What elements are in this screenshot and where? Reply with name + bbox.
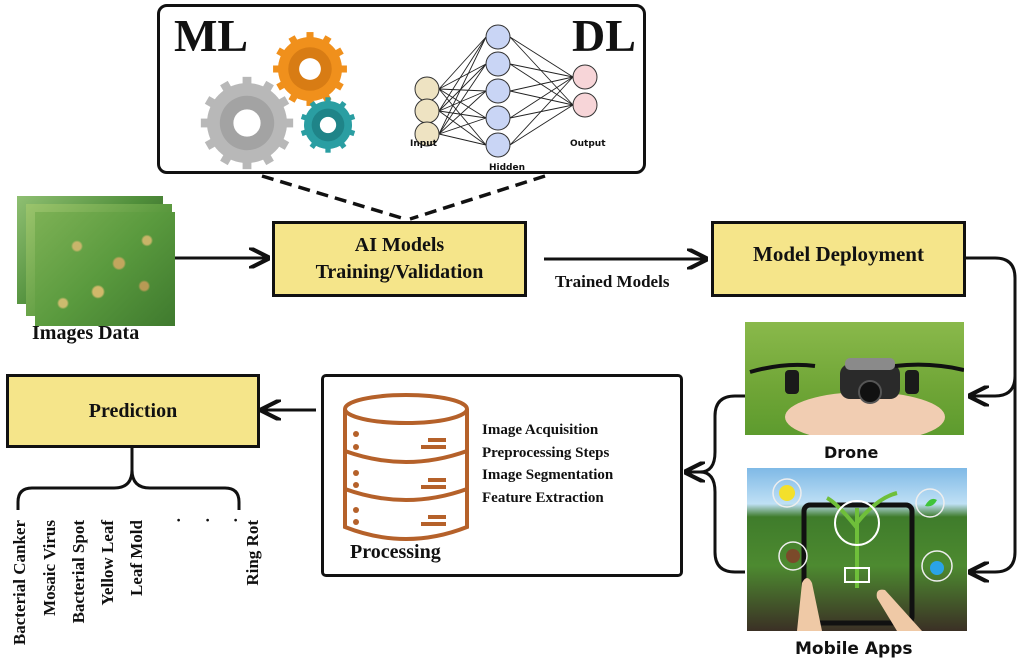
neural-network-icon [414, 24, 598, 158]
nn-edge [438, 63, 487, 135]
prediction-class: . [194, 518, 213, 523]
model-deployment-label: Model Deployment [753, 241, 924, 266]
nn-edge [438, 110, 487, 119]
nn-input-node [414, 76, 440, 102]
nn-edge [509, 76, 574, 146]
nn-edge [509, 63, 574, 78]
dashed-link-right [409, 174, 546, 221]
connector-mobile-left [699, 470, 745, 574]
arrow-to-drone [970, 375, 1017, 396]
ml-label: ML [174, 10, 249, 61]
nn-hidden-node [485, 24, 511, 50]
prediction-class: Mosaic Virus [40, 520, 59, 616]
nn-hidden-node [485, 51, 511, 77]
processing-steps-list: Image Acquisition Preprocessing Steps Im… [482, 419, 613, 509]
processing-step: Image Segmentation [482, 467, 614, 483]
gear-large-icon [200, 76, 294, 170]
nn-edge [438, 63, 487, 112]
nn-hidden-node [485, 78, 511, 104]
arrow-to-mobile [970, 380, 1017, 572]
prediction-class: Yellow Leaf [98, 520, 117, 606]
ml-dl-panel: ML DL Input Hidden Output [157, 4, 646, 174]
nn-edge [509, 63, 574, 106]
nn-edge [438, 36, 487, 90]
processing-step: Image Acquisition [482, 422, 599, 438]
prediction-class: Bacterial Spot [69, 520, 88, 624]
gear-medium-icon [273, 32, 347, 106]
images-data-label: Images Data [32, 322, 140, 344]
prediction-label: Prediction [88, 399, 178, 422]
drone-image [745, 322, 964, 435]
nn-edge [438, 90, 487, 135]
connector-deployment-right [966, 256, 1017, 380]
processing-box[interactable]: Processing Image Acquisition Preprocessi… [321, 374, 683, 577]
nn-edge [438, 63, 487, 90]
nn-output-node [572, 64, 598, 90]
nn-input-node [414, 121, 440, 147]
tablet-field-icon [772, 478, 953, 631]
dashed-link-left [261, 174, 406, 221]
nn-edge [438, 117, 487, 135]
ai-models-box[interactable]: AI Models Training/Validation [272, 221, 527, 297]
ai-models-line1: AI Models [354, 234, 445, 256]
drone-icon [749, 358, 964, 435]
ai-models-line2: Training/Validation [315, 261, 484, 283]
mobile-apps-label: Mobile Apps [795, 639, 913, 659]
nn-input-label: Input [410, 139, 437, 149]
nn-hidden-node [485, 105, 511, 131]
nn-input-node [414, 98, 440, 124]
images-data-stack [17, 196, 175, 326]
nn-hidden-node [485, 132, 511, 158]
drone-label: Drone [824, 443, 879, 462]
nn-edge [438, 110, 487, 146]
nn-edge [438, 133, 487, 146]
prediction-class: Ring Rot [243, 520, 262, 586]
dl-label: DL [572, 10, 636, 61]
nn-edge [509, 36, 574, 78]
processing-title: Processing [350, 541, 441, 563]
nn-hidden-label: Hidden [489, 163, 526, 173]
prediction-class: Bacterial Canker [10, 520, 29, 646]
processing-step: Preprocessing Steps [482, 444, 610, 461]
prediction-brace [16, 448, 241, 510]
nn-edge [438, 88, 487, 92]
nn-edge [438, 90, 487, 112]
prediction-class: . [222, 518, 241, 523]
gear-small-icon [300, 97, 356, 153]
prediction-class: . [165, 518, 184, 523]
nn-output-node [572, 92, 598, 118]
model-deployment-box[interactable]: Model Deployment [711, 221, 966, 297]
prediction-box[interactable]: Prediction [6, 374, 260, 448]
nn-edge [438, 36, 487, 112]
nn-edge [509, 76, 574, 92]
trained-models-label: Trained Models [555, 272, 670, 291]
nn-edge [509, 104, 574, 146]
processing-step: Feature Extraction [482, 489, 604, 506]
mobile-apps-image [747, 468, 967, 631]
nn-edge [438, 36, 487, 135]
nn-output-label: Output [570, 139, 606, 149]
prediction-class: Leaf Mold [127, 520, 146, 597]
gears-icon [200, 32, 356, 170]
connector-drone-left [699, 394, 745, 474]
nn-edge [438, 88, 487, 119]
nn-edge [509, 36, 574, 106]
nn-edge [509, 76, 574, 119]
database-icon [343, 393, 469, 541]
leaf-image-front [35, 212, 175, 326]
